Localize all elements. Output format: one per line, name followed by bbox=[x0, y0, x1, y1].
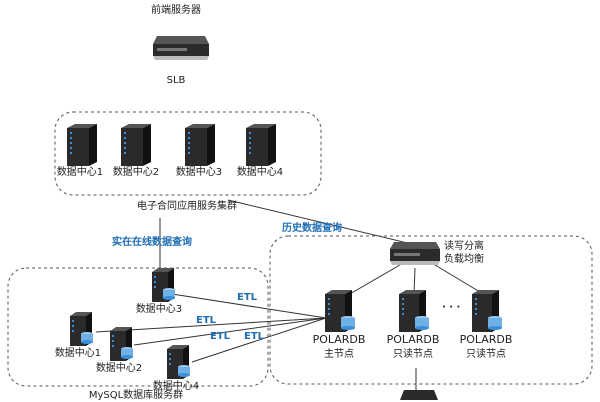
app-server-1-icon bbox=[67, 124, 97, 166]
app-server-2-icon bbox=[121, 124, 151, 166]
mysql-cluster-label: MySQL数据库服务群 bbox=[88, 390, 184, 401]
bottom-device-icon bbox=[400, 390, 438, 400]
mysql-server-4-icon bbox=[167, 345, 190, 379]
etl-label-1: ETL bbox=[237, 292, 258, 303]
app-node-4-label: 数据中心4 bbox=[236, 167, 284, 178]
app-cluster-boundary bbox=[54, 111, 322, 196]
etl-label-4: ETL bbox=[244, 331, 265, 342]
app-node-3-label: 数据中心3 bbox=[175, 167, 223, 178]
rw-balancer-line2: 负载均衡 bbox=[444, 254, 484, 265]
polardb-readonly-1-name: POLARDB bbox=[386, 333, 440, 346]
app-server-4-icon bbox=[246, 124, 276, 166]
rw-balancer-line1: 读写分离 bbox=[444, 241, 484, 252]
polardb-master-name: POLARDB bbox=[312, 333, 366, 346]
mysql-cluster-boundary bbox=[7, 267, 269, 387]
etl-label-3: ETL bbox=[210, 331, 231, 342]
mysql-node-1-label: 数据中心1 bbox=[54, 348, 102, 359]
history-query-label: 历史数据查询 bbox=[282, 223, 342, 234]
rw-balancer-icon bbox=[390, 242, 440, 265]
polardb-cluster-boundary bbox=[269, 235, 593, 385]
polardb-readonly-2-role: 只读节点 bbox=[466, 349, 506, 360]
ellipsis-label: · · · bbox=[442, 302, 461, 313]
realtime-query-label: 实在在线数据查询 bbox=[112, 237, 192, 248]
mysql-node-3-label: 数据中心3 bbox=[135, 304, 183, 315]
frontend-server-label: 前端服务器 bbox=[151, 5, 201, 16]
polardb-readonly-2-icon bbox=[472, 290, 502, 332]
app-server-3-icon bbox=[185, 124, 215, 166]
polardb-readonly-1-icon bbox=[399, 290, 429, 332]
polardb-master-role: 主节点 bbox=[324, 349, 354, 360]
polardb-readonly-2-name: POLARDB bbox=[459, 333, 513, 346]
app-cluster-label: 电子合同应用服务集群 bbox=[137, 201, 237, 212]
app-node-2-label: 数据中心2 bbox=[112, 167, 160, 178]
mysql-node-4-label: 数据中心4 bbox=[152, 381, 200, 392]
app-node-1-label: 数据中心1 bbox=[56, 167, 104, 178]
mysql-server-1-icon bbox=[70, 312, 93, 346]
mysql-server-2-icon bbox=[110, 327, 133, 361]
slb-device-icon bbox=[153, 36, 209, 60]
polardb-readonly-1-role: 只读节点 bbox=[393, 349, 433, 360]
mysql-server-3-icon bbox=[152, 268, 175, 302]
etl-label-2: ETL bbox=[196, 315, 217, 326]
slb-label: SLB bbox=[166, 75, 186, 86]
polardb-master-icon bbox=[325, 290, 355, 332]
mysql-node-2-label: 数据中心2 bbox=[95, 363, 143, 374]
